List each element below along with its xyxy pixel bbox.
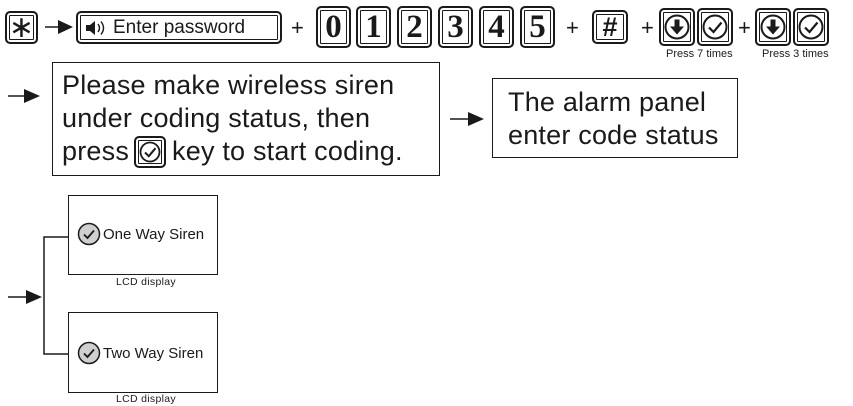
press-7-times-caption: Press 7 times — [666, 48, 733, 60]
lcd-option-two-way: Two Way Siren — [77, 341, 203, 365]
digit-key-2: 2 — [397, 6, 432, 48]
star-key: ∗ — [5, 11, 38, 44]
plus-sign: + — [641, 15, 654, 40]
right-arrow-icon — [45, 20, 73, 34]
plus-sign: + — [291, 15, 304, 40]
digit-key-3: 3 — [438, 6, 473, 48]
digit-4-label: 4 — [488, 8, 505, 45]
checkmark-circle-icon — [139, 141, 161, 162]
digit-key-4: 4 — [479, 6, 514, 48]
right-arrow-icon — [8, 290, 42, 304]
down-key — [755, 8, 791, 46]
hash-key: # — [592, 10, 628, 44]
confirm-key — [793, 8, 829, 46]
confirm-key — [134, 135, 167, 168]
checkmark-circle-icon — [77, 222, 101, 246]
instruction-line-3: press key to start coding. — [62, 135, 439, 168]
branch-connector — [43, 236, 76, 355]
lcd-option-label: One Way Siren — [103, 225, 205, 243]
digit-2-label: 2 — [406, 8, 423, 45]
lcd-screen-two-way: Two Way Siren — [68, 312, 218, 393]
press-3-times-caption: Press 3 times — [762, 48, 829, 60]
enter-password-box: Enter password — [76, 11, 282, 44]
confirm-key — [697, 8, 733, 46]
lcd-option-label: Two Way Siren — [103, 344, 204, 362]
instruction-line-3-pre: press — [62, 136, 130, 166]
right-arrow-icon — [450, 112, 484, 126]
panel-status-line-2: enter code status — [508, 120, 719, 150]
instruction-box: Please make wireless siren under coding … — [52, 62, 440, 176]
lcd-screen-one-way: One Way Siren — [68, 195, 218, 275]
right-arrow-icon — [8, 89, 40, 103]
checkmark-circle-icon — [77, 341, 101, 365]
plus-sign: + — [738, 15, 751, 40]
speaker-icon — [86, 20, 105, 35]
instruction-line-3-post: key to start coding. — [172, 136, 403, 166]
digit-5-label: 5 — [529, 8, 546, 45]
digit-3-label: 3 — [447, 8, 464, 45]
lcd-option-one-way: One Way Siren — [77, 222, 204, 246]
digit-0-label: 0 — [325, 8, 342, 45]
plus-sign: + — [566, 15, 579, 40]
enter-password-label: Enter password — [113, 16, 246, 38]
lcd-caption: LCD display — [116, 393, 176, 405]
digit-key-1: 1 — [356, 6, 391, 48]
panel-status-box: The alarm panel enter code status — [492, 78, 738, 158]
digit-key-5: 5 — [520, 6, 555, 48]
down-arrow-circle-icon — [664, 14, 690, 40]
hash-key-label: # — [602, 11, 618, 42]
digit-1-label: 1 — [365, 8, 382, 45]
down-key — [659, 8, 695, 46]
checkmark-circle-icon — [798, 14, 824, 40]
instruction-line-2: under coding status, then — [62, 103, 371, 133]
instruction-line-1: Please make wireless siren — [62, 70, 395, 100]
lcd-caption: LCD display — [116, 276, 176, 288]
panel-status-line-1: The alarm panel — [508, 87, 707, 117]
star-key-label: ∗ — [8, 10, 35, 44]
checkmark-circle-icon — [702, 14, 728, 40]
down-arrow-circle-icon — [760, 14, 786, 40]
digit-key-0: 0 — [316, 6, 351, 48]
